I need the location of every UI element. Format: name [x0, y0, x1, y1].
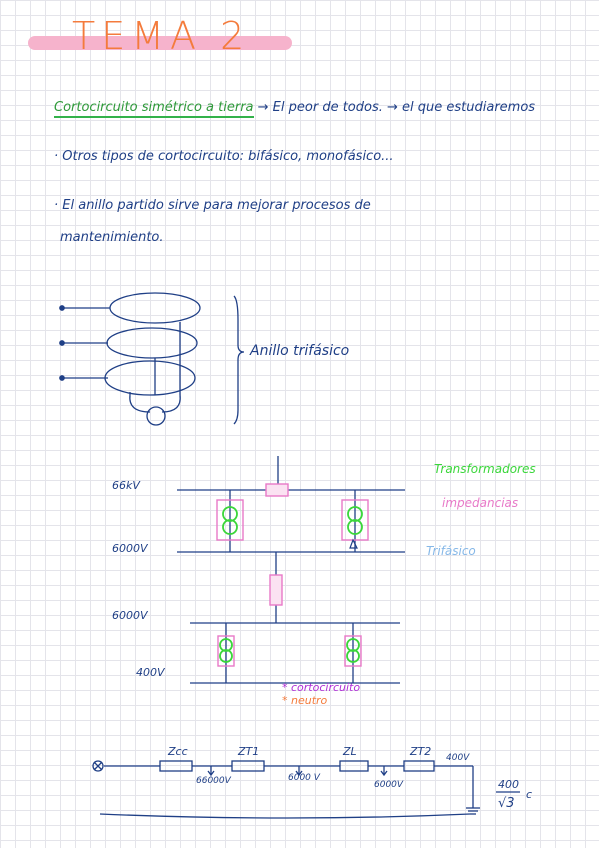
note-line-3a: · El anillo partido sirve para mejorar p… — [54, 198, 371, 213]
fraction-denominator: √3 — [498, 796, 515, 811]
resistor-zcc — [159, 760, 193, 772]
note-line-1: Cortocircuito simétrico a tierra → El pe… — [54, 100, 536, 118]
note-line-3b: mantenimiento. — [60, 230, 164, 245]
transformer-t3-bottom — [219, 649, 233, 663]
note-line-2: · Otros tipos de cortocircuito: bifásico… — [54, 149, 394, 164]
label-66000v: 66000V — [196, 776, 231, 786]
transformer-t1-top — [222, 506, 238, 522]
transformer-t2-bottom — [347, 519, 363, 535]
voltage-6000-a: 6000V — [112, 542, 148, 555]
impedance-t4-box — [344, 635, 362, 667]
transformer-t3-top — [219, 638, 233, 652]
legend-transformadores: Transformadores — [434, 462, 536, 476]
voltage-400: 400V — [136, 666, 165, 679]
voltage-66kv: 66kV — [112, 479, 140, 492]
resistor-zt1 — [231, 760, 265, 772]
return-line — [99, 813, 471, 819]
ring-coil-1 — [109, 292, 201, 324]
impedance-t3-box — [217, 635, 235, 667]
impedance-66kv — [265, 483, 289, 497]
label-6000v-a: 6000 V — [288, 773, 320, 783]
legend-neutro: * neutro — [282, 694, 328, 707]
resistor-zl — [339, 760, 369, 772]
label-zt1: ZT1 — [238, 745, 260, 758]
ring-label: Anillo trifásico — [250, 343, 350, 359]
fraction-suffix: c — [526, 788, 533, 801]
legend-trifasico: Trifásico — [426, 544, 476, 558]
title-highlight — [28, 36, 292, 50]
impedance-t2-box — [341, 499, 369, 541]
label-zcc: Zcc — [168, 745, 188, 758]
fraction-numerator: 400 — [498, 778, 519, 791]
neutral-mark — [349, 538, 358, 549]
page-title: TEMA 2 — [72, 14, 251, 58]
transformer-t1-bottom — [222, 519, 238, 535]
impedance-t1-box — [216, 499, 244, 541]
transformer-t2-top — [347, 506, 363, 522]
legend-impedancias: impedancias — [442, 496, 519, 510]
label-6000v-b: 6000V — [374, 780, 404, 790]
ring-coil-2 — [106, 327, 198, 359]
label-zl: ZL — [343, 745, 357, 758]
legend-cortocircuito: * cortocircuito — [282, 681, 361, 694]
note-rest: → El peor de todos. → el que estudiaremo… — [257, 100, 536, 115]
ring-neutral — [146, 406, 166, 426]
transformer-t4-bottom — [346, 649, 360, 663]
resistor-zt2 — [403, 760, 435, 772]
note-term: Cortocircuito simétrico a tierra — [54, 100, 254, 118]
label-400v: 400V — [446, 753, 470, 763]
impedance-6000 — [269, 574, 283, 606]
voltage-6000-b: 6000V — [112, 609, 148, 622]
ring-brace — [233, 295, 245, 425]
transformer-t4-top — [346, 638, 360, 652]
label-zt2: ZT2 — [410, 745, 432, 758]
ring-coil-3 — [104, 360, 196, 396]
